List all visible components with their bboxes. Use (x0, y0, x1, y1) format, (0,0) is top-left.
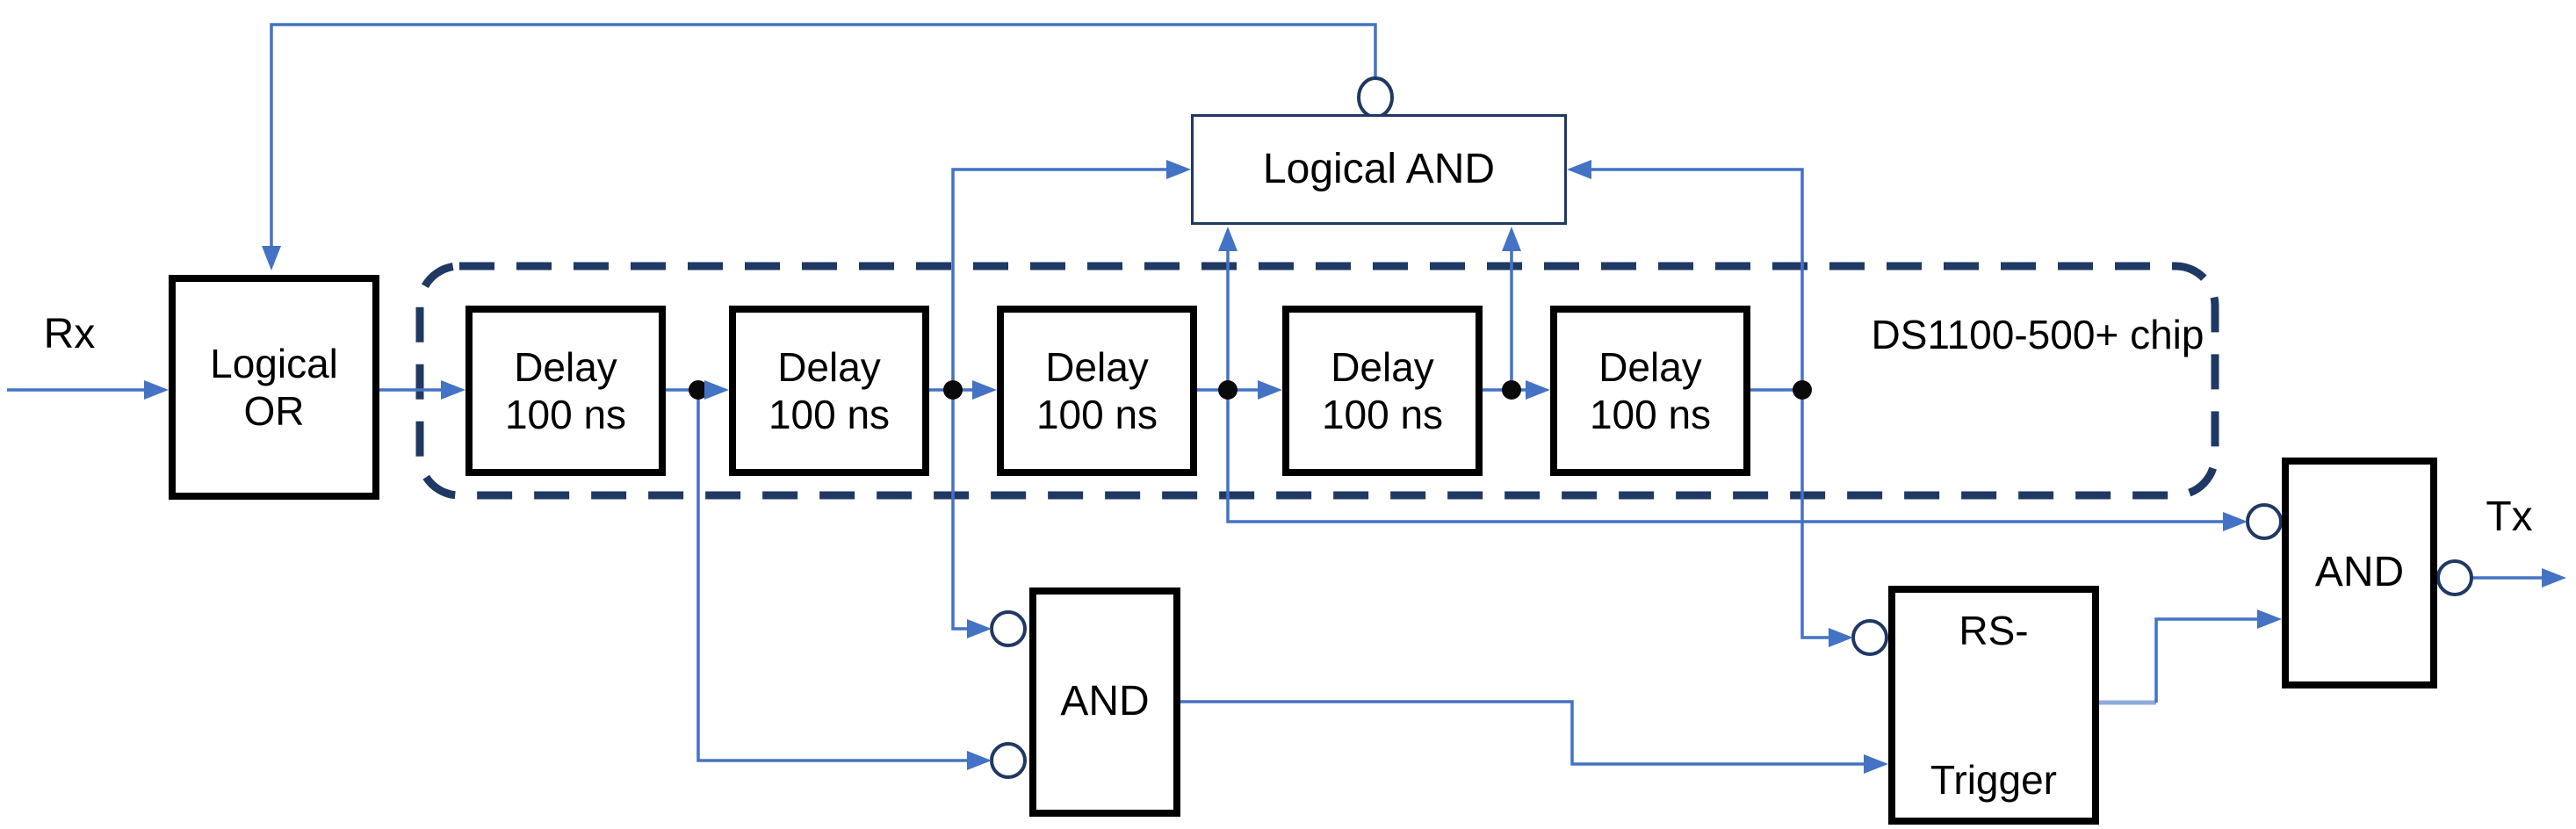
output-and-label: AND (2314, 549, 2405, 596)
delay-box-5: Delay 100 ns (1550, 306, 1750, 476)
arrowhead-logical-and-bottom2 (1502, 227, 1521, 251)
arrowhead-logical-and-bottom1 (1218, 227, 1237, 251)
wire-and-to-rs-trigger (1180, 700, 1864, 766)
chip-label-line1: DS1100-500+ (1871, 312, 2119, 357)
wire-tap1-to-and-bottom (696, 390, 967, 762)
arrowhead-into-delay5 (1526, 380, 1550, 400)
arrowhead-rs-top-input (1829, 628, 1853, 647)
junction-dot-2 (943, 380, 963, 400)
rs-trigger-label-line1: RS- (1959, 608, 2029, 653)
rs-trigger-label-line2: Trigger (1930, 756, 2057, 803)
delay-label-line2: 100 ns (1589, 392, 1712, 437)
delay-label-line1: Delay (777, 343, 881, 390)
logical-and-gate: Logical AND (1191, 114, 1567, 225)
delay-label-line1: Delay (1598, 343, 1702, 390)
wire-tap2-to-logical-and-left (951, 168, 1166, 390)
arrowhead-rs-bottom-input (1864, 754, 1888, 774)
delay-label-line2: 100 ns (1321, 392, 1444, 437)
arrowhead-output-and-bottom-input (2257, 609, 2282, 629)
junction-dot-1 (689, 380, 708, 400)
junction-dot-4 (1502, 380, 1521, 400)
or-gate-label-line2: OR (243, 388, 305, 434)
wire-feedback-to-or (270, 23, 1377, 246)
delay-label-line1: Delay (1045, 343, 1149, 390)
and-gate-label: AND (1060, 678, 1150, 725)
delay-box-4: Delay 100 ns (1282, 306, 1483, 476)
logical-and-label: Logical AND (1262, 145, 1496, 192)
chip-dashed-outline (415, 262, 2219, 500)
arrowhead-into-delay1 (441, 380, 465, 400)
delay-box-1: Delay 100 ns (465, 306, 666, 476)
and-top-input-bubble (990, 610, 1027, 647)
output-and-gate: AND (2282, 458, 2437, 688)
wire-tap3-to-output-and (1226, 390, 2223, 523)
chip-label-line2: chip (2130, 312, 2204, 357)
output-and-input-bubble (2246, 503, 2283, 540)
output-and-output-bubble (2436, 559, 2473, 596)
and-gate: AND (1029, 588, 1180, 817)
tx-label: Tx (2486, 494, 2533, 540)
arrowhead-and-top-input (967, 619, 992, 638)
arrowhead-into-delay3 (972, 380, 997, 400)
delay-label-line2: 100 ns (504, 392, 627, 437)
delay-label-line1: Delay (1331, 343, 1434, 390)
arrowhead-rx-into-or (144, 380, 169, 400)
rx-label: Rx (43, 311, 96, 357)
or-gate: Logical OR (169, 275, 379, 500)
and-bottom-input-bubble (990, 742, 1027, 779)
arrowhead-output-and-top-input (2223, 512, 2248, 531)
inverter-bubbles (990, 76, 2473, 779)
delay-label-line2: 100 ns (1035, 392, 1158, 437)
arrowhead-into-delay4 (1258, 380, 1282, 400)
arrowhead-tx-output (2542, 568, 2566, 588)
junction-dot-5 (1793, 380, 1812, 400)
delay-box-3: Delay 100 ns (997, 306, 1197, 476)
rs-trigger-input-bubble (1851, 619, 1888, 656)
rs-trigger-gate: RS- Trigger (1888, 586, 2099, 825)
junction-dot-3 (1218, 380, 1237, 400)
chip-label: DS1100-500+ chip (1862, 309, 2213, 362)
junction-dots (689, 380, 1812, 400)
arrowhead-into-delay2 (704, 380, 729, 400)
delay-box-2: Delay 100 ns (729, 306, 929, 476)
wire-tap5-to-rs-trigger (1800, 390, 1829, 639)
logical-and-output-bubble (1357, 76, 1394, 119)
arrowhead-logical-and-left (1166, 160, 1191, 179)
wire-tap5-to-logical-and-right (1591, 168, 1804, 390)
arrowhead-into-or-top (262, 246, 281, 270)
wire-tap2-to-and-top (951, 390, 967, 631)
arrowhead-logical-and-right (1567, 160, 1591, 179)
wire-rs-to-output-and (2154, 617, 2257, 703)
or-gate-label-line1: Logical (210, 340, 338, 386)
delay-label-line1: Delay (514, 343, 617, 390)
arrowhead-and-bottom-input (967, 751, 992, 770)
delay-label-line2: 100 ns (768, 392, 891, 437)
arrowheads (144, 160, 2566, 774)
